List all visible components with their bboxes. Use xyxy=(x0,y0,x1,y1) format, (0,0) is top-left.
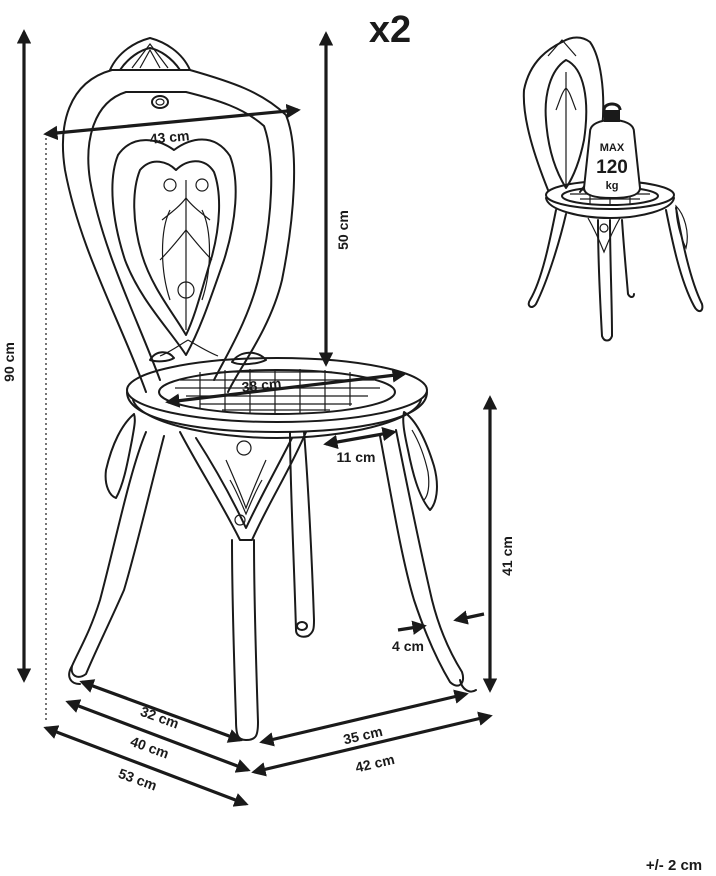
dim-line-seat-gap xyxy=(323,426,397,450)
max-load-line3: kg xyxy=(606,180,619,192)
label-seat-height: 41 cm xyxy=(499,536,515,576)
label-back-width: 43 cm xyxy=(149,127,190,146)
dim-line-leg-width-left xyxy=(397,620,427,635)
dimension-lines xyxy=(16,29,498,807)
label-total-height: 90 cm xyxy=(1,342,17,382)
label-depth-inner: 32 cm xyxy=(138,703,181,732)
label-seat-diameter: 38 cm xyxy=(241,375,282,395)
tolerance-label: +/- 2 cm xyxy=(646,857,702,874)
label-seat-gap: 11 cm xyxy=(337,449,376,465)
max-load-illustration: MAX 120 kg xyxy=(522,36,704,342)
dim-line-width-outer xyxy=(251,711,493,777)
dim-line-depth-outer xyxy=(43,725,249,807)
label-width-outer: 42 cm xyxy=(354,751,396,776)
max-load-line2: 120 xyxy=(596,157,628,178)
dim-line-leg-width-right xyxy=(453,610,485,625)
dim-line-seat-diameter xyxy=(165,368,407,408)
max-load-line1: MAX xyxy=(600,142,625,154)
weight-icon xyxy=(582,118,642,200)
dim-line-back-width xyxy=(43,103,301,141)
label-leg-width: 4 cm xyxy=(392,638,424,654)
label-back-height: 50 cm xyxy=(335,210,351,250)
quantity-label: x2 xyxy=(369,9,411,51)
